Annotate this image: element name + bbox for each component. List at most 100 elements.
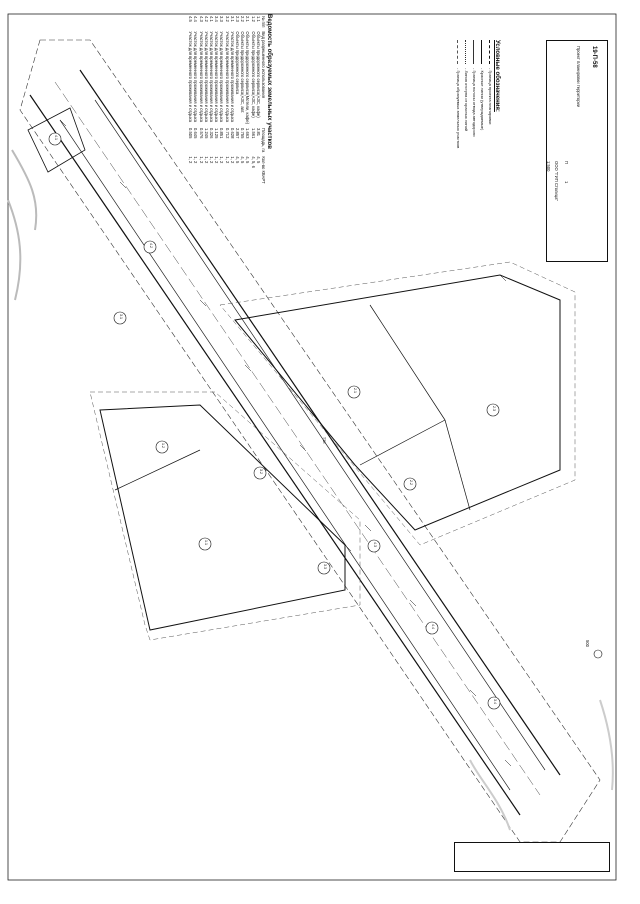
explication-cell: Участок для временного проживания и отды… bbox=[208, 31, 214, 123]
legend-item: - Граница образуемых земельных участков bbox=[454, 40, 462, 148]
explication-table: № п/п Вид разрешенного использования Пло… bbox=[188, 14, 266, 186]
scale-label: 500 bbox=[585, 640, 590, 647]
explication-cell: 4, 5 bbox=[245, 156, 251, 164]
plot-divider-1 bbox=[114, 449, 201, 491]
plot-divider-2c bbox=[444, 419, 471, 511]
explication-cell: 4.4 bbox=[193, 16, 199, 22]
explication-title: Ведомость образуемых земельных участков bbox=[266, 14, 272, 149]
plot-label-42: 4.2 bbox=[149, 243, 153, 248]
legend-item: - Красные линии (утверждаемые) bbox=[478, 40, 486, 148]
sheet-frame bbox=[7, 13, 617, 881]
legend-block: Условные обозначения: - Граница проекта … bbox=[454, 40, 500, 148]
plot-circles bbox=[48, 132, 501, 710]
explication-cell: Объекты придорожного сервиса(Мотели, каф… bbox=[245, 31, 251, 124]
explication-cell: 3.2 bbox=[224, 16, 230, 22]
legend-title: Условные обозначения: bbox=[494, 40, 500, 112]
road-edge-left bbox=[29, 94, 521, 816]
terrain-hatching-2 bbox=[469, 699, 614, 831]
explication-cell: 0.755 bbox=[240, 127, 246, 139]
explication-cell: 1.2 bbox=[250, 16, 256, 22]
explication-cell: 1.245 bbox=[203, 127, 209, 139]
explication-block: Ведомость образуемых земельных участков … bbox=[188, 14, 272, 186]
explication-header: Кол-во КВАРТ bbox=[261, 156, 266, 184]
explication-cell: 0.851 bbox=[219, 127, 225, 139]
plot-block-2 bbox=[234, 274, 561, 531]
explication-cell: 2.1 bbox=[245, 16, 251, 22]
explication-cell: 0.712 bbox=[224, 127, 230, 139]
explication-cell: 1.561 bbox=[250, 127, 256, 139]
explication-cell: Участок для временного проживания и отды… bbox=[229, 31, 235, 123]
explication-cell: 4.1 bbox=[208, 16, 214, 22]
plot-divider-2b bbox=[359, 419, 446, 466]
dashed-parcel-right bbox=[219, 261, 576, 546]
explication-cell: 4.3 bbox=[198, 16, 204, 22]
strip-line-b bbox=[94, 99, 546, 771]
sheet-number: 1 bbox=[564, 181, 569, 184]
plot-41-outline bbox=[27, 107, 86, 173]
project-name: Проект планировки территории bbox=[576, 46, 581, 108]
explication-cell: 0.645 bbox=[193, 127, 199, 139]
explication-cell: 1, 2 bbox=[203, 156, 209, 164]
stamp-scale: 1:500 bbox=[546, 161, 551, 172]
explication-cell: 2.857 bbox=[234, 127, 240, 139]
explication-cell: 0.326 bbox=[208, 127, 214, 139]
plot-label-41: 4.1 bbox=[54, 135, 58, 140]
explication-cell: 1, 2 bbox=[208, 156, 214, 164]
explication-cell: 1, 2 bbox=[214, 156, 220, 164]
north-mark-icon bbox=[593, 649, 603, 659]
explication-cell: 1.663 bbox=[245, 127, 251, 139]
explication-cell: Участок для временного проживания и отды… bbox=[224, 31, 230, 123]
road-label: ТЗЕ bbox=[322, 437, 326, 444]
explication-cell: 1, 2 bbox=[198, 156, 204, 164]
explication-cell: Участок для временного проживания и отды… bbox=[214, 31, 220, 123]
explication-cell: 1, 2 bbox=[193, 156, 199, 164]
explication-cell: Участок для временного проживания и отды… bbox=[188, 31, 194, 123]
dashed-parcel-left bbox=[89, 391, 361, 641]
plot-label-22: 2.2 bbox=[409, 480, 413, 485]
explication-cell: 0.576 bbox=[198, 127, 204, 139]
explication-cell: 4.5 bbox=[188, 16, 194, 22]
plot-label-11: 1.1 bbox=[204, 540, 208, 545]
legend-item: - Граница полосы отвода автодороги bbox=[470, 40, 478, 148]
plot-divider-2a bbox=[369, 304, 446, 421]
explication-cell: Участок для временного проживания и отды… bbox=[193, 31, 199, 123]
plot-label-34: 3.4 bbox=[493, 699, 497, 704]
plot-label-32: 3.2 bbox=[259, 469, 263, 474]
explication-cell: 1, 2 bbox=[219, 156, 225, 164]
plot-label-31: 3.1 bbox=[119, 314, 123, 319]
explication-cell: 0.628 bbox=[229, 127, 235, 139]
explication-cell: Объекты придорожного сервиса(АЗС, авт. bbox=[240, 31, 246, 114]
terrain-hatching bbox=[7, 149, 38, 301]
explication-cell: Участок для временного проживания и отды… bbox=[198, 31, 204, 123]
explication-cell: Участок для временного проживания и отды… bbox=[219, 31, 225, 123]
explication-cell: Объекты придорожного сервиса(АЗС, кафе) bbox=[255, 31, 261, 118]
explication-cell: 4, 5 bbox=[234, 156, 240, 164]
plot-label-43: 4.3 bbox=[373, 542, 377, 547]
coordinate-ticks bbox=[59, 119, 512, 767]
plot-label-12: 1.2 bbox=[161, 443, 165, 448]
explication-cell: 1, 2 bbox=[224, 156, 230, 164]
explication-cell: 1, 2 bbox=[229, 156, 235, 164]
explication-cell: 3.3 bbox=[219, 16, 225, 22]
explication-cell: 2.2 bbox=[240, 16, 246, 22]
explication-cell: 2.3 bbox=[234, 16, 240, 22]
explication-cell: 3.1 bbox=[229, 16, 235, 22]
explication-cell: 1, 2 bbox=[188, 156, 194, 164]
explication-cell: 4, 5 bbox=[240, 156, 246, 164]
explication-cell: Участок для временного проживания и отды… bbox=[203, 31, 209, 123]
org-name: ООО "ГИП Столица" bbox=[554, 161, 559, 201]
legend-item: - Линия отступа от красных линий bbox=[462, 40, 470, 148]
plot-label-23: 2.3 bbox=[492, 406, 496, 411]
